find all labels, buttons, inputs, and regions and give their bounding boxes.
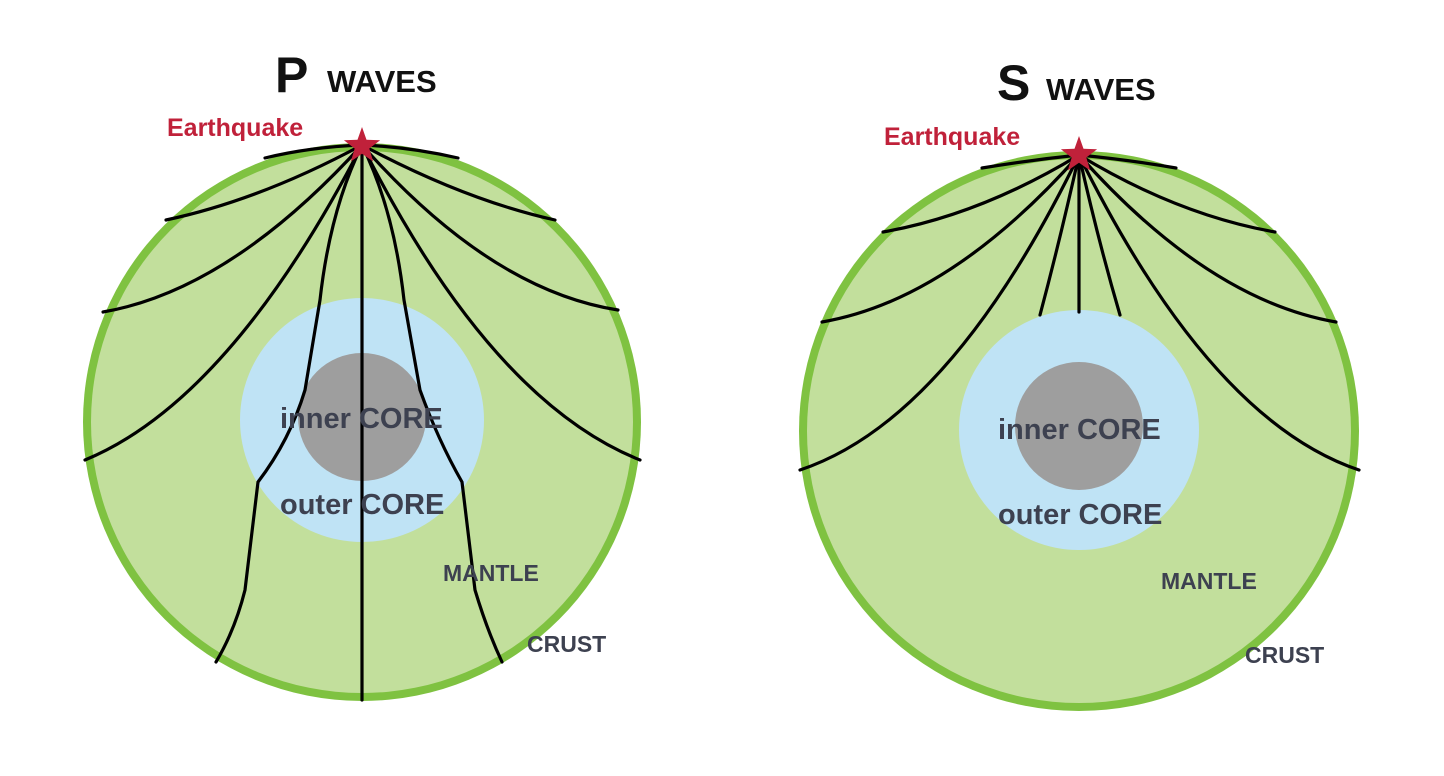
p-mantle-label: MANTLE	[443, 560, 539, 586]
s-earthquake-label: Earthquake	[884, 123, 1020, 151]
p-title-letter: P	[275, 47, 308, 103]
p-earthquake-star-icon	[343, 127, 381, 162]
p-title-word: WAVES	[327, 64, 437, 99]
s-title-letter: S	[997, 55, 1030, 111]
s-waves-panel: S WAVES Earthquake inner CORE outer CORE…	[798, 55, 1361, 711]
p-wave-rays	[83, 143, 642, 702]
s-wave-rays	[798, 153, 1361, 472]
p-waves-panel: P WAVES Earthquake inner CORE outer CORE…	[83, 47, 642, 702]
s-mantle-label: MANTLE	[1161, 568, 1257, 594]
p-outer-core-label: outer CORE	[280, 489, 444, 521]
s-inner-core	[1015, 362, 1143, 490]
s-title-word: WAVES	[1046, 72, 1156, 107]
s-earthquake-star-icon	[1060, 136, 1098, 171]
p-inner-core-label: inner CORE	[280, 403, 443, 435]
p-earthquake-label: Earthquake	[167, 114, 303, 142]
p-crust-label: CRUST	[527, 631, 606, 657]
s-crust-label: CRUST	[1245, 642, 1324, 668]
s-inner-core-label: inner CORE	[998, 414, 1161, 446]
s-outer-core-label: outer CORE	[998, 499, 1162, 531]
